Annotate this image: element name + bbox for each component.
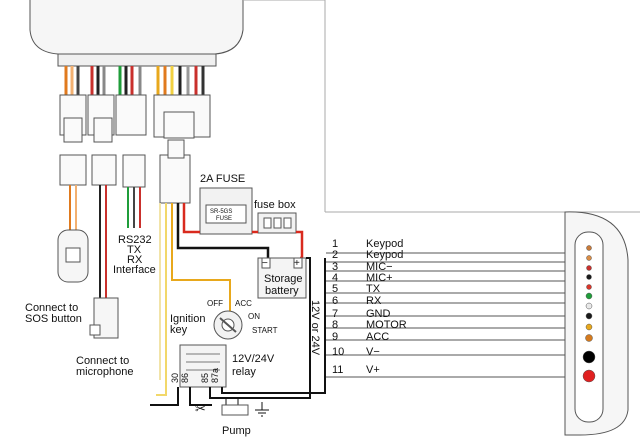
motor-wire <box>156 203 167 396</box>
fuse-box-label: fuse box <box>254 199 296 211</box>
pin-dot <box>586 284 592 290</box>
pin-dot <box>586 255 592 261</box>
pin-name: V+ <box>366 364 380 376</box>
pin-number: 9 <box>332 331 338 343</box>
pin-name: Keypod <box>366 238 403 250</box>
mic-label-1: Connect to <box>76 355 129 367</box>
key-start-label: START <box>252 326 278 335</box>
pin-dot <box>586 245 592 251</box>
pin-dot <box>586 265 592 271</box>
relay <box>179 344 227 388</box>
pin-name: GND <box>366 308 391 320</box>
pin-number: 7 <box>332 308 338 320</box>
ignition-label-1: Ignition <box>170 313 205 325</box>
voltage-label: 12V or 24V <box>309 300 321 356</box>
relay-pin-86: 86 <box>180 373 190 383</box>
pin-number: 11 <box>332 364 343 376</box>
fuse-label: 2A FUSE <box>200 173 245 185</box>
connector-plugs <box>59 139 191 204</box>
pin-dot <box>582 350 596 364</box>
pin-name: Keypod <box>366 249 403 261</box>
relay-return-wire <box>221 258 326 394</box>
ground-wire <box>176 203 270 258</box>
sos-icon <box>65 247 81 263</box>
pump <box>221 404 249 416</box>
pin-name: MIC− <box>366 261 393 273</box>
mic-label-2: microphone <box>76 366 133 378</box>
pin-leader-lines <box>326 252 585 378</box>
pin-dots <box>582 245 596 383</box>
scissors-icon: ✂ <box>195 401 206 416</box>
pin-dot <box>586 274 592 280</box>
key-on-label: ON <box>248 312 260 321</box>
relay-pin-85: 85 <box>200 373 210 383</box>
relay-pin-87a: 87a <box>210 368 220 383</box>
rs232-label: RS232 <box>118 234 152 246</box>
device-housing <box>29 0 244 55</box>
pump-label: Pump <box>222 425 251 437</box>
main-connector <box>57 53 217 67</box>
sos-label-1: Connect to <box>25 302 78 314</box>
key-off-label: OFF <box>207 299 223 308</box>
relay-pin-30: 30 <box>170 373 180 383</box>
pin-number: 6 <box>332 295 338 307</box>
relay-label-1: 12V/24V <box>232 353 275 365</box>
pin-number: 3 <box>332 261 338 273</box>
key-acc-label: ACC <box>235 299 252 308</box>
pin-name: V− <box>366 346 380 358</box>
ignition-label-2: key <box>170 324 188 336</box>
pin-dot <box>585 334 593 342</box>
battery-plus: + <box>294 258 300 269</box>
pin-number: 1 <box>332 238 338 250</box>
relay-label-2: relay <box>232 366 256 378</box>
device-wires <box>64 66 205 95</box>
pin-number: 2 <box>332 249 338 261</box>
pin-name: MIC+ <box>366 272 393 284</box>
connector-blocks <box>59 94 211 143</box>
pin-name: TX <box>366 283 381 295</box>
pin-dot <box>585 302 593 310</box>
storage-label: Storage <box>264 273 303 285</box>
pin-number: 10 <box>332 346 344 358</box>
battery-minus: − <box>262 258 268 269</box>
pin-dot <box>585 292 593 300</box>
pin-number: 5 <box>332 283 338 295</box>
pin-name: ACC <box>366 331 389 343</box>
pin-number: 8 <box>332 319 338 331</box>
pin-dot <box>585 323 593 331</box>
pin-dot <box>585 312 593 320</box>
ground-icon <box>255 402 269 417</box>
sos-label-2: SOS button <box>25 313 82 325</box>
acc-wire <box>171 203 231 318</box>
battery-label: battery <box>265 285 299 297</box>
pin-name: RX <box>366 295 382 307</box>
tx-label: TX <box>127 244 142 256</box>
fuse-inner-label: SR-5GS <box>210 209 232 215</box>
pin-name: MOTOR <box>366 319 407 331</box>
pin-dot <box>582 369 596 383</box>
pin-number: 4 <box>332 272 338 284</box>
fuse-inner-label-2: FUSE <box>216 216 232 222</box>
rx-label: RX <box>127 254 143 266</box>
interface-label: Interface <box>113 264 156 276</box>
